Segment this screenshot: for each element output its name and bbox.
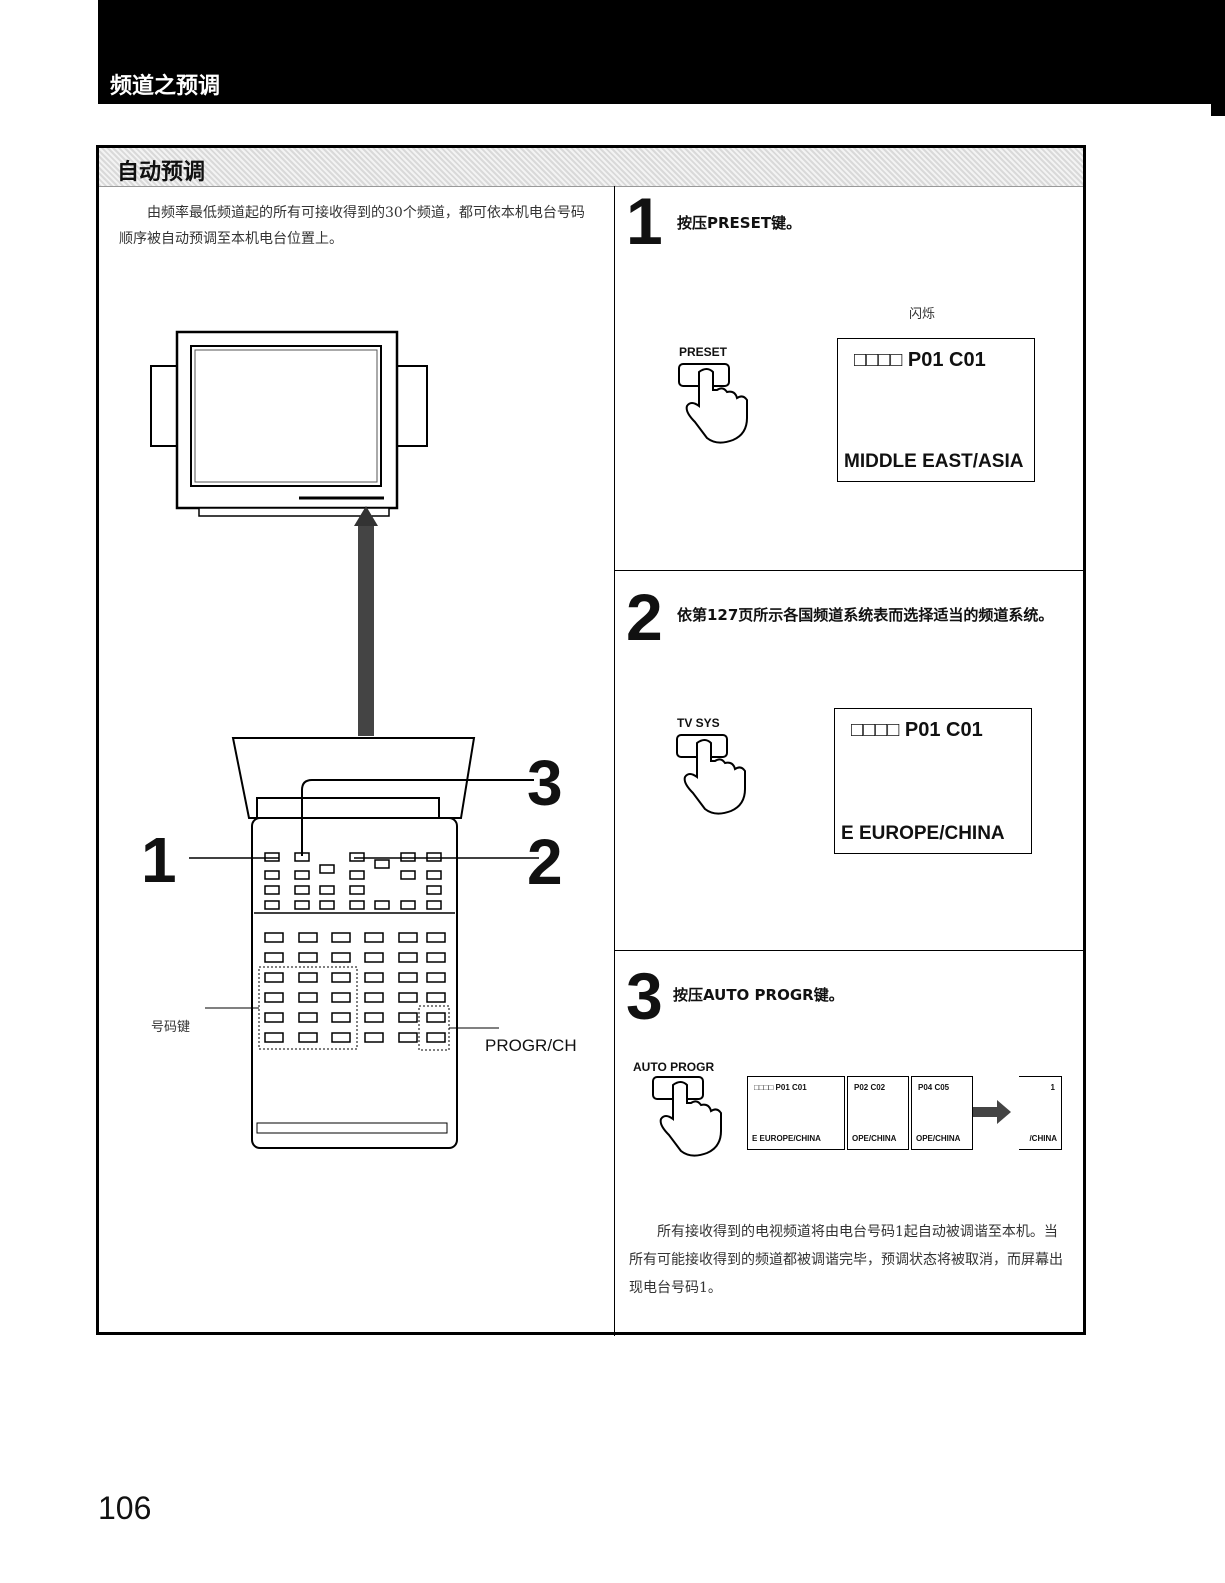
step-1-text: 按压PRESET键。 [677, 214, 802, 232]
callout-1: 1 [141, 824, 177, 896]
page-title: 频道之预调 [110, 74, 221, 99]
result-paragraph: 所有接收得到的电视频道将由电台号码1起自动被调谐至本机。当所有可能接收得到的频道… [629, 1224, 1063, 1296]
sequence-bottom: /CHINA [1029, 1134, 1057, 1143]
arrow-up-icon [354, 506, 378, 736]
progr-ch-label: PROGR/CH [485, 1036, 577, 1055]
step-1-number: 1 [626, 184, 663, 258]
lcd-top-line: □□□□ P01 C01 [854, 349, 986, 371]
lcd-top-line: □□□□ P01 C01 [851, 719, 983, 741]
sequence-display-4: 1 /CHINA [1019, 1076, 1062, 1150]
sequence-bottom: E EUROPE/CHINA [752, 1134, 821, 1143]
step-2-number: 2 [626, 580, 663, 654]
arrow-right-icon [973, 1100, 1011, 1124]
sequence-top: P04 C05 [918, 1083, 950, 1092]
lcd-display-step-2: □□□□ P01 C01 E EUROPE/CHINA [834, 708, 1032, 854]
number-keys-label: 号码键 [151, 1020, 191, 1035]
page-number: 106 [98, 1490, 152, 1526]
section-title: 自动预调 [117, 160, 206, 185]
sequence-bottom: OPE/CHINA [852, 1134, 897, 1143]
lcd-display-step-1: □□□□ P01 C01 MIDDLE EAST/ASIA [837, 338, 1035, 482]
section-bar: 自动预调 [99, 148, 1083, 187]
sequence-top: 1 [1050, 1083, 1055, 1092]
step-2-text: 依第127页所示各国频道系统表而选择适当的频道系统。 [677, 606, 1054, 624]
row-divider-1 [615, 570, 1086, 571]
row-divider-2 [615, 950, 1086, 951]
lcd-bottom-line: E EUROPE/CHINA [841, 823, 1005, 844]
sequence-display-2: P02 C02 OPE/CHINA [847, 1076, 909, 1150]
callout-2: 2 [527, 826, 563, 898]
sequence-display-3: P04 C05 OPE/CHINA [911, 1076, 973, 1150]
sequence-bottom: OPE/CHINA [916, 1134, 961, 1143]
page-header: 频道之预调 [98, 0, 1225, 116]
tv-sys-key-label: TV SYS [677, 716, 720, 730]
content-frame: 自动预调 由频率最低频道起的所有可接收得到的30个频道，都可依本机电台号码顺序被… [96, 145, 1086, 1336]
tv-remote-illustration [150, 330, 539, 1149]
pressing-hand-icon [676, 734, 746, 815]
sequence-top: □□□□ P01 C01 [754, 1083, 807, 1092]
lcd-bottom-line: MIDDLE EAST/ASIA [844, 451, 1024, 472]
sequence-display-1: □□□□ P01 C01 E EUROPE/CHINA [747, 1076, 845, 1150]
column-divider [614, 186, 615, 1336]
remote-control-icon [231, 737, 476, 1149]
header-tab [1211, 104, 1225, 116]
intro-paragraph: 由频率最低频道起的所有可接收得到的30个频道，都可依本机电台号码顺序被自动预调至… [119, 205, 585, 247]
pressing-hand-icon [678, 363, 748, 444]
sequence-top: P02 C02 [854, 1083, 886, 1092]
preset-key-label: PRESET [679, 345, 728, 359]
auto-progr-key-label: AUTO PROGR [633, 1060, 715, 1074]
pressing-hand-icon [652, 1076, 722, 1157]
tv-icon [150, 330, 428, 517]
blink-label: 闪烁 [909, 307, 936, 322]
step-3-number: 3 [626, 959, 663, 1033]
callout-3: 3 [527, 747, 563, 819]
step-3-text: 按压AUTO PROGR键。 [673, 986, 844, 1004]
